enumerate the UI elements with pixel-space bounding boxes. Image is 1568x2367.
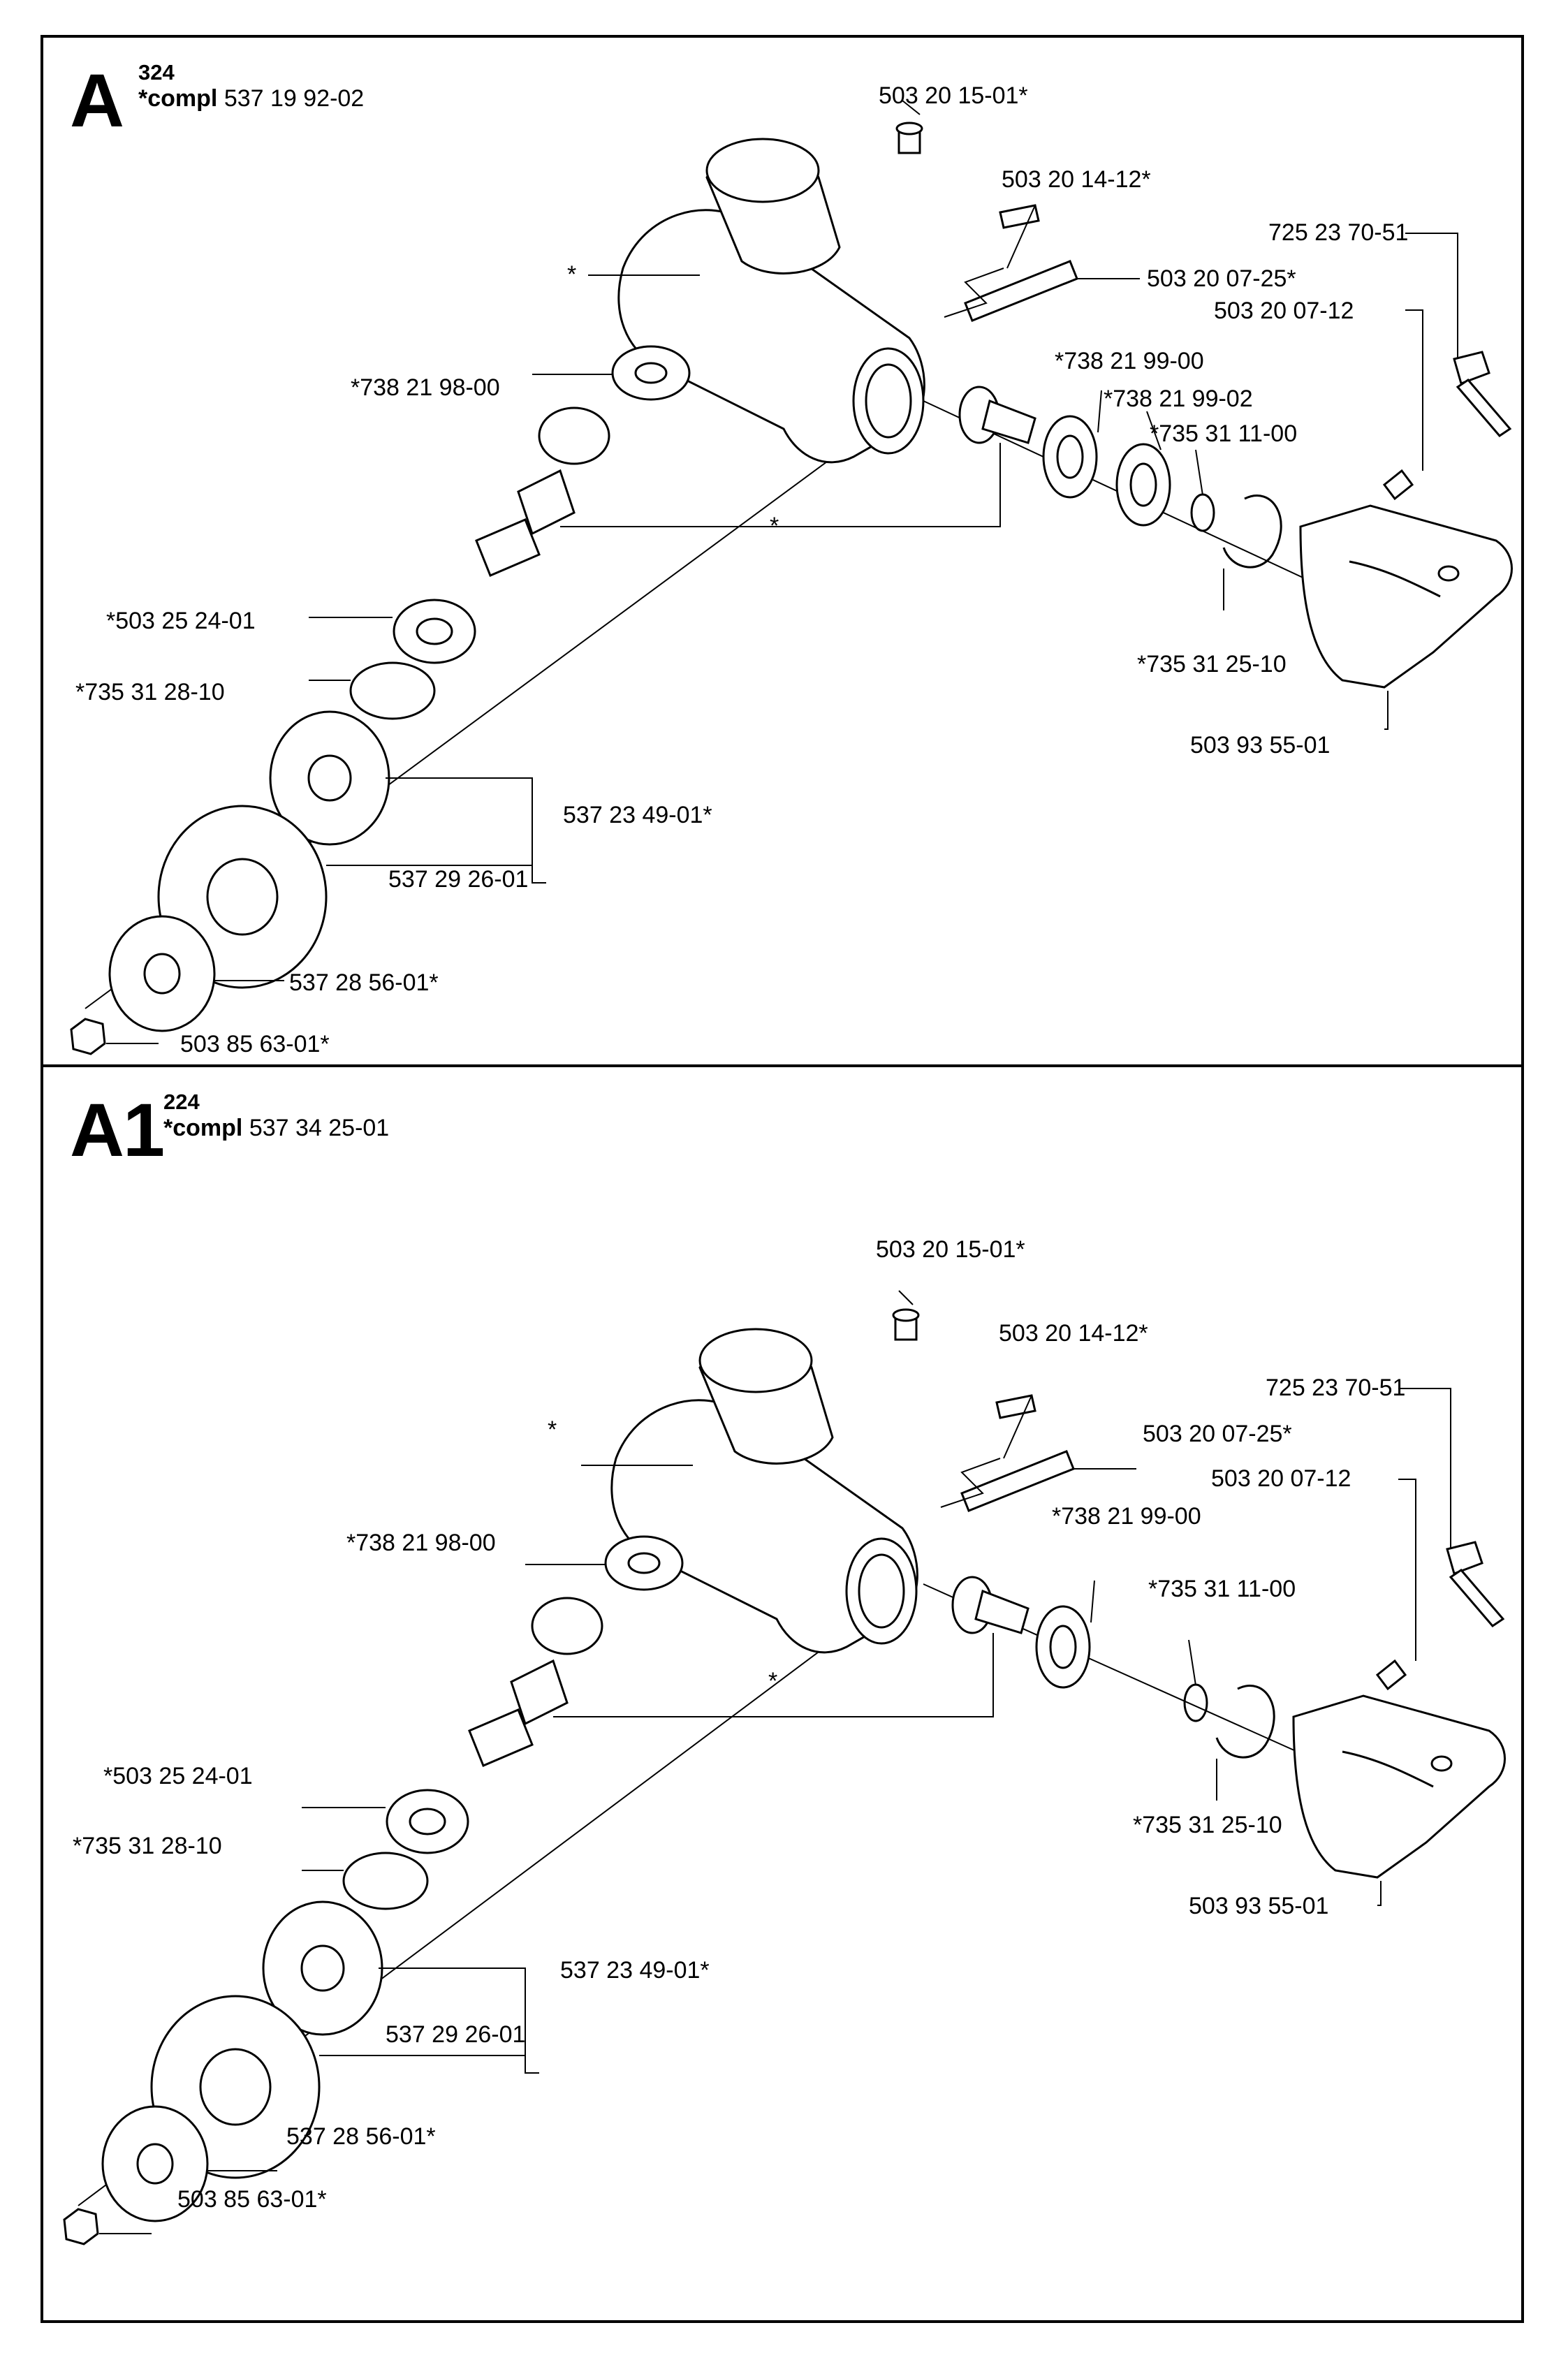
part-label-washer: 537 28 56-01* [286, 2123, 436, 2150]
part-label-circlip-lower: *735 31 28-10 [75, 679, 225, 705]
part-label-support-cup: 537 29 26-01 [386, 2021, 526, 2048]
screw-plug [892, 1308, 920, 1341]
gear-housing [617, 138, 925, 464]
part-label-bearing-lower: *503 25 24-01 [103, 1763, 253, 1789]
complete-kit-number: *compl 537 34 25-01 [163, 1116, 389, 1140]
part-label-circlip-small: *735 31 11-00 [1150, 420, 1298, 447]
diagram-panel-a: A 324 *compl 537 19 92-02 503 20 15-01* … [41, 35, 1524, 1067]
exploded-view-a [70, 100, 1513, 1055]
part-label-thrust-washer-kit: 537 23 49-01* [560, 1957, 710, 1984]
part-label-circlip-right: *735 31 25-10 [1137, 651, 1287, 677]
part-label-circlip-small: *735 31 11-00 [1148, 1576, 1296, 1602]
part-label-screw-small: 503 20 14-12* [1002, 166, 1151, 193]
part-label-bearing-right-2: *738 21 99-02 [1104, 386, 1253, 412]
lower-bearing [386, 1789, 469, 1854]
lower-circlip [342, 1852, 429, 1910]
nut [63, 2208, 99, 2245]
screw-plug [895, 122, 923, 154]
part-label-bearing-right-1: *738 21 99-00 [1055, 348, 1204, 374]
guard-bolt [1446, 1541, 1505, 1627]
leader-lines [106, 100, 1458, 1044]
part-label-guard: 503 93 55-01 [1189, 1893, 1329, 1919]
compl-prefix: *compl [163, 1115, 243, 1141]
part-label-bearing-lower: *503 25 24-01 [106, 608, 256, 634]
washer [108, 915, 216, 1032]
part-label-circlip-lower: *735 31 28-10 [73, 1833, 222, 1859]
part-label-guard: 503 93 55-01 [1190, 732, 1331, 759]
right-bearings [1035, 1605, 1275, 1759]
part-label-washer: 537 28 56-01* [289, 969, 439, 996]
part-label-screw-guard: 503 20 07-12 [1211, 1465, 1351, 1492]
part-label-bearing-upper: *738 21 98-00 [346, 1530, 496, 1556]
upper-bearing [611, 345, 691, 401]
part-label-nut: 503 85 63-01* [180, 1031, 330, 1057]
guard [1292, 1694, 1506, 1879]
part-label-housing: * [548, 1416, 557, 1443]
part-label-bolt-guard: 725 23 70-51 [1268, 219, 1409, 246]
part-label-thrust-washer-kit: 537 23 49-01* [563, 802, 712, 828]
drive-gear [468, 1597, 603, 1767]
long-screw [964, 260, 1078, 322]
leader-lines [99, 1290, 1451, 2234]
lower-circlip [349, 661, 436, 720]
compl-number: 537 19 92-02 [224, 85, 365, 112]
part-label-screw-long: 503 20 07-25* [1147, 265, 1296, 292]
gear-housing [610, 1328, 918, 1654]
pinion-gear [958, 386, 1036, 444]
part-label-support-cup: 537 29 26-01 [388, 866, 529, 893]
part-label-housing: * [567, 261, 577, 288]
part-label-bearing-upper: *738 21 98-00 [351, 374, 500, 401]
drive-gear [475, 406, 610, 577]
part-label-gear-pinion: * [768, 1668, 778, 1694]
part-label-screw-plug: 503 20 15-01* [876, 1236, 1025, 1263]
panel-letter: A [70, 58, 124, 142]
small-screw [999, 204, 1040, 229]
washer [101, 2105, 209, 2222]
part-label-screw-guard: 503 20 07-12 [1214, 298, 1354, 324]
nut [70, 1018, 106, 1055]
small-screw [995, 1394, 1036, 1419]
guard-screw [1375, 1659, 1407, 1691]
part-label-circlip-right: *735 31 25-10 [1133, 1812, 1282, 1838]
guard-screw [1382, 469, 1414, 501]
part-label-bolt-guard: 725 23 70-51 [1266, 1375, 1406, 1401]
guard [1299, 504, 1513, 689]
model-number: 224 [163, 1090, 200, 1114]
lower-bearing [393, 599, 476, 664]
pinion-gear [951, 1576, 1030, 1634]
diagram-panel-a1: A1 224 *compl 537 34 25-01 503 20 15-01*… [41, 1064, 1524, 2323]
model-number: 324 [138, 60, 175, 85]
part-label-screw-long: 503 20 07-25* [1143, 1421, 1292, 1447]
part-label-screw-small: 503 20 14-12* [999, 1320, 1148, 1347]
panel-letter: A1 [70, 1087, 165, 1172]
thrust-washer [262, 1900, 383, 2036]
part-label-screw-plug: 503 20 15-01* [879, 82, 1028, 109]
long-screw [960, 1450, 1075, 1512]
part-label-bearing-right-1: *738 21 99-00 [1052, 1503, 1201, 1530]
part-label-gear-pinion: * [770, 513, 779, 539]
exploded-view-a1 [63, 1290, 1506, 2245]
compl-prefix: *compl [138, 85, 218, 112]
compl-number: 537 34 25-01 [249, 1115, 390, 1141]
guard-bolt [1453, 351, 1512, 437]
part-label-nut: 503 85 63-01* [177, 2186, 327, 2213]
complete-kit-number: *compl 537 19 92-02 [138, 87, 364, 110]
upper-bearing [604, 1535, 684, 1591]
